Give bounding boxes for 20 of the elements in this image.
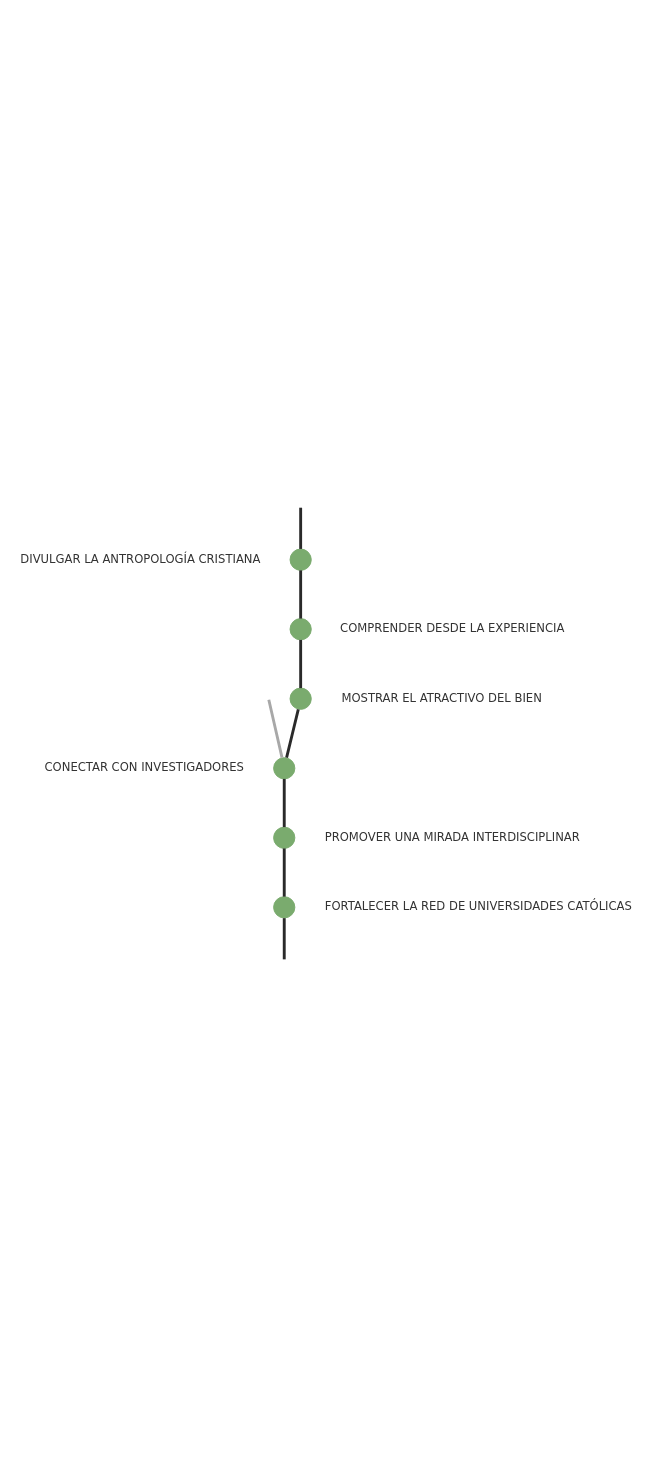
connector: [299, 569, 303, 619]
node-circle: [289, 617, 312, 640]
node-label: MOSTRAR EL ATRACTIVO DEL BIEN: [341, 690, 542, 705]
node-circle: [289, 548, 312, 571]
connector: [267, 698, 284, 758]
connector: [299, 639, 303, 688]
node-circle: [273, 756, 296, 779]
node-label: FORTALECER LA RED DE UNIVERSIDADES CATÓLICAS: [324, 898, 632, 913]
connector: [282, 917, 286, 959]
connector: [285, 708, 300, 758]
connector: [299, 507, 303, 549]
node-label: CONECTAR CON INVESTIGADORES: [44, 759, 244, 774]
node-label: PROMOVER UNA MIRADA INTERDISCIPLINAR: [324, 829, 580, 844]
node-circle: [273, 895, 296, 918]
node-circle: [289, 687, 312, 710]
connector: [282, 847, 286, 897]
node-label: DIVULGAR LA ANTROPOLOGÍA CRISTIANA: [20, 551, 261, 566]
node-label: COMPRENDER DESDE LA EXPERIENCIA: [340, 620, 565, 635]
connector: [282, 778, 286, 827]
node-circle: [273, 826, 296, 849]
